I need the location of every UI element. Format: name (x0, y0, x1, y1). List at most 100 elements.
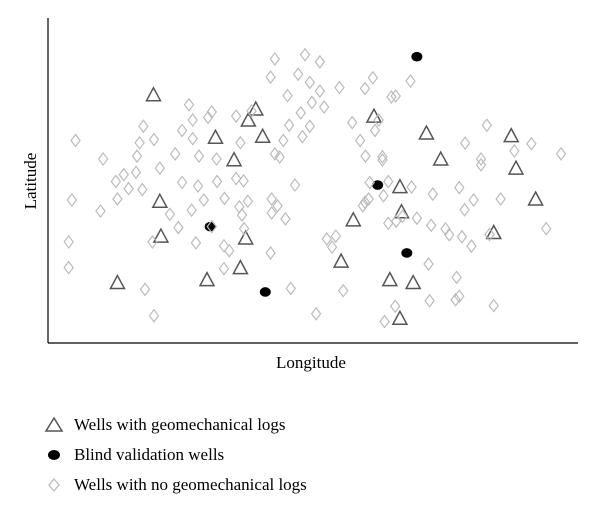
diamond-marker (236, 207, 248, 222)
triangle-marker (254, 127, 271, 144)
triangle-marker (485, 223, 502, 240)
scatter-chart: Longitude Latitude (21, 18, 578, 372)
diamond-marker (238, 173, 249, 188)
diamond-marker (70, 133, 81, 148)
diamond-marker (265, 70, 276, 85)
diamond-marker (173, 220, 184, 235)
diamond-icon (44, 473, 74, 497)
diamond-marker (118, 167, 130, 182)
diamond-marker (454, 289, 465, 304)
triangle-marker (502, 127, 520, 143)
diamond-marker (475, 152, 487, 167)
triangle-marker (507, 159, 525, 175)
triangle-marker (207, 128, 224, 145)
diamond-marker (306, 95, 318, 110)
diamond-marker (378, 188, 389, 203)
circle-marker (411, 51, 423, 62)
diamond-marker (147, 234, 158, 249)
diamond-marker (297, 129, 308, 144)
diamond-marker (373, 113, 384, 128)
diamond-marker (97, 152, 109, 167)
triangle-marker (145, 86, 162, 102)
legend: Wells with geomechanical logs Blind vali… (44, 410, 307, 500)
diamond-marker (363, 192, 374, 207)
chart-points (63, 47, 567, 329)
diamond-marker (282, 88, 293, 103)
diamond-marker (456, 229, 468, 244)
diamond-marker (131, 149, 143, 164)
diamond-marker (310, 306, 322, 321)
diamond-marker (357, 198, 369, 213)
diamond-marker (427, 187, 439, 202)
diamond-marker (424, 293, 435, 308)
diamond-marker (95, 204, 106, 219)
diamond-marker (138, 119, 149, 134)
diamond-marker (154, 161, 166, 176)
diamond-marker (266, 192, 277, 207)
diamond-marker (450, 292, 461, 307)
diamond-marker (123, 181, 134, 196)
diamond-marker (292, 67, 304, 82)
triangle-marker (109, 273, 126, 290)
diamond-marker (326, 240, 338, 255)
diamond-marker (278, 133, 289, 148)
diamond-marker (66, 193, 78, 207)
circle-marker (372, 180, 384, 190)
triangle-marker (391, 178, 409, 194)
diamond-marker (555, 146, 567, 161)
legend-label: Wells with geomechanical logs (74, 415, 286, 434)
diamond-marker (130, 165, 142, 180)
diamond-marker (377, 149, 388, 164)
diamond-marker (285, 281, 296, 296)
diamond-marker (318, 100, 330, 115)
diamond-marker (359, 195, 371, 210)
circle-marker (204, 221, 216, 232)
diamond-marker (183, 97, 195, 112)
diamond-marker (481, 118, 493, 133)
triangle-marker (527, 190, 544, 206)
diamond-marker (383, 216, 394, 231)
diamond-marker (475, 157, 487, 172)
diamond-marker (269, 51, 281, 66)
diamond-marker (466, 239, 477, 254)
diamond-marker (266, 206, 277, 220)
diamond-marker (235, 135, 246, 150)
triangle-marker (345, 211, 362, 227)
legend-label: Blind validation wells (74, 445, 225, 464)
triangle-marker (240, 111, 257, 127)
diamond-marker (337, 283, 349, 298)
triangle-marker (393, 203, 410, 219)
diamond-marker (242, 194, 254, 209)
diamond-marker (540, 221, 552, 236)
diamond-marker (190, 235, 202, 250)
diamond-marker (367, 70, 379, 85)
diamond-marker (299, 47, 311, 62)
diamond-marker (379, 314, 390, 329)
legend-label: Wells with no geomechanical logs (74, 475, 307, 494)
diamond-marker (265, 245, 276, 260)
diamond-marker (334, 80, 345, 95)
triangle-marker (247, 100, 265, 116)
diamond-marker (440, 221, 451, 236)
diamond-marker (218, 238, 230, 253)
diamond-marker (198, 193, 210, 207)
diamond-marker (134, 135, 145, 150)
triangle-marker (198, 271, 216, 287)
diamond-marker (389, 299, 401, 314)
diamond-marker (230, 171, 242, 186)
diamond-marker (386, 89, 397, 104)
diamond-marker (211, 174, 223, 189)
diamond-marker (495, 192, 506, 207)
diamond-marker (406, 180, 417, 194)
diamond-marker (176, 123, 188, 138)
triangle-marker (418, 124, 435, 140)
diamond-marker (364, 175, 375, 190)
triangle-icon (44, 413, 74, 437)
diamond-marker (137, 182, 148, 197)
diamond-marker (63, 260, 74, 275)
diamond-marker (346, 115, 358, 130)
diamond-marker (390, 214, 402, 229)
diamond-marker (274, 150, 285, 165)
diamond-marker (148, 308, 160, 323)
diamond-marker (63, 234, 74, 249)
